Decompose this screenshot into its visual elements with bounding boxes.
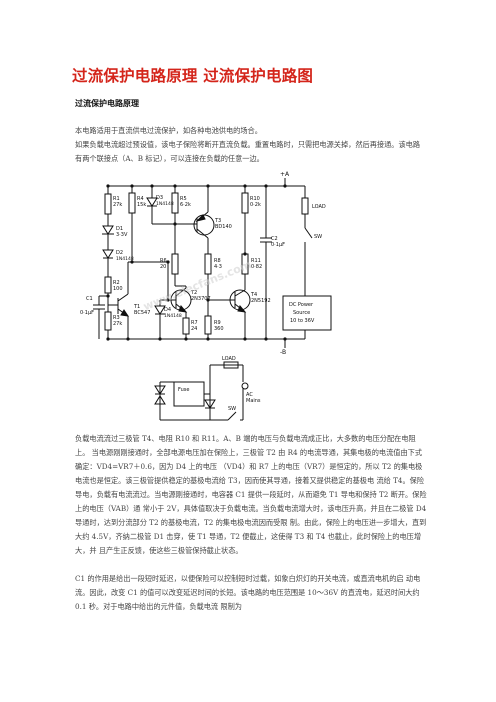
- c2-label: C2: [271, 236, 278, 242]
- r8-label: R8: [214, 258, 221, 264]
- r4-label: R4: [137, 196, 144, 202]
- t2-value: 2N3707: [191, 296, 211, 302]
- r6-value: 20: [160, 264, 166, 270]
- r1-label: R1: [113, 196, 120, 202]
- description-paragraph: 如果负载电流超过预设值，该电子保险将断开直流负载。重置电路时，只需把电源关掉，然…: [75, 140, 421, 163]
- r10-label: R10: [250, 196, 260, 202]
- d1-value: 3·3V: [116, 232, 128, 238]
- section-subtitle: 过流保护电路原理: [75, 99, 139, 108]
- r3-label: R3: [113, 315, 120, 321]
- r2-value: 100: [113, 286, 123, 292]
- d3-label: D3: [156, 195, 163, 201]
- d3-value: 1N4148: [156, 201, 174, 207]
- r5-value: 6·2k: [180, 202, 191, 208]
- d4-label: D4: [164, 307, 171, 313]
- c1-label: C1: [86, 296, 93, 302]
- d2-label: D2: [116, 250, 123, 256]
- r5-label: R5: [180, 196, 187, 202]
- intro-paragraph: 本电路适用于直流供电过流保护，如各种电池供电的场合。: [75, 126, 262, 135]
- r11-value: 0·82: [251, 264, 262, 270]
- r8-value: 4·3: [214, 264, 222, 270]
- node-a-label: +A: [280, 171, 290, 178]
- delay-paragraph: C1 的作用是给出一段短时延迟，以便保险可以控制短时过载，如象白炽灯的开关电流，…: [75, 574, 421, 611]
- inset-load-label: LOAD: [222, 356, 236, 362]
- t4-label: T4: [250, 292, 257, 298]
- d4-value: 1N4148: [164, 313, 182, 319]
- c1-value: 0·1µF: [80, 310, 94, 316]
- r4-value: 15k: [137, 202, 146, 208]
- r7-value: 24: [191, 326, 197, 332]
- psu-line-1: DC Power: [289, 302, 314, 308]
- psu-line-2: Source: [293, 310, 310, 316]
- sw-label: SW: [314, 234, 322, 240]
- r2-label: R2: [113, 280, 120, 286]
- d1-label: D1: [116, 226, 123, 232]
- psu-line-3: 10 to 36V: [290, 318, 315, 324]
- r10-value: 0·2k: [250, 202, 261, 208]
- t4-value: 2N5192: [251, 298, 271, 304]
- t1-value: BC547: [134, 310, 150, 316]
- analysis-paragraph: 负载电流流过三极管 T4、电阻 R10 和 R11。A、B 端的电压与负载电流成…: [75, 434, 427, 555]
- inset-ac-label-2: Mains: [246, 398, 261, 404]
- inset-fuse-label: Fuse: [178, 387, 189, 393]
- r11-label: R11: [251, 258, 261, 264]
- inset-ac-label-1: AC: [246, 392, 253, 398]
- c2-value: 0·1µF: [271, 242, 285, 248]
- t2-label: T2: [190, 290, 197, 296]
- r9-label: R9: [214, 320, 221, 326]
- d2-value: 1N4148: [116, 256, 134, 262]
- t3-label: T3: [214, 218, 221, 224]
- t3-value: BD140: [215, 224, 232, 230]
- node-b-label: -B: [280, 349, 286, 356]
- r6-label: R6: [160, 258, 167, 264]
- load-label: LOAD: [312, 204, 326, 210]
- r7-label: R7: [191, 320, 198, 326]
- inset-sw-label: SW: [228, 406, 236, 412]
- page-title: 过流保护电路原理 过流保护电路图: [72, 66, 314, 85]
- r9-value: 360: [214, 326, 224, 332]
- t1-label: T1: [133, 304, 140, 310]
- r3-value: 27k: [113, 321, 122, 327]
- r1-value: 27k: [113, 202, 122, 208]
